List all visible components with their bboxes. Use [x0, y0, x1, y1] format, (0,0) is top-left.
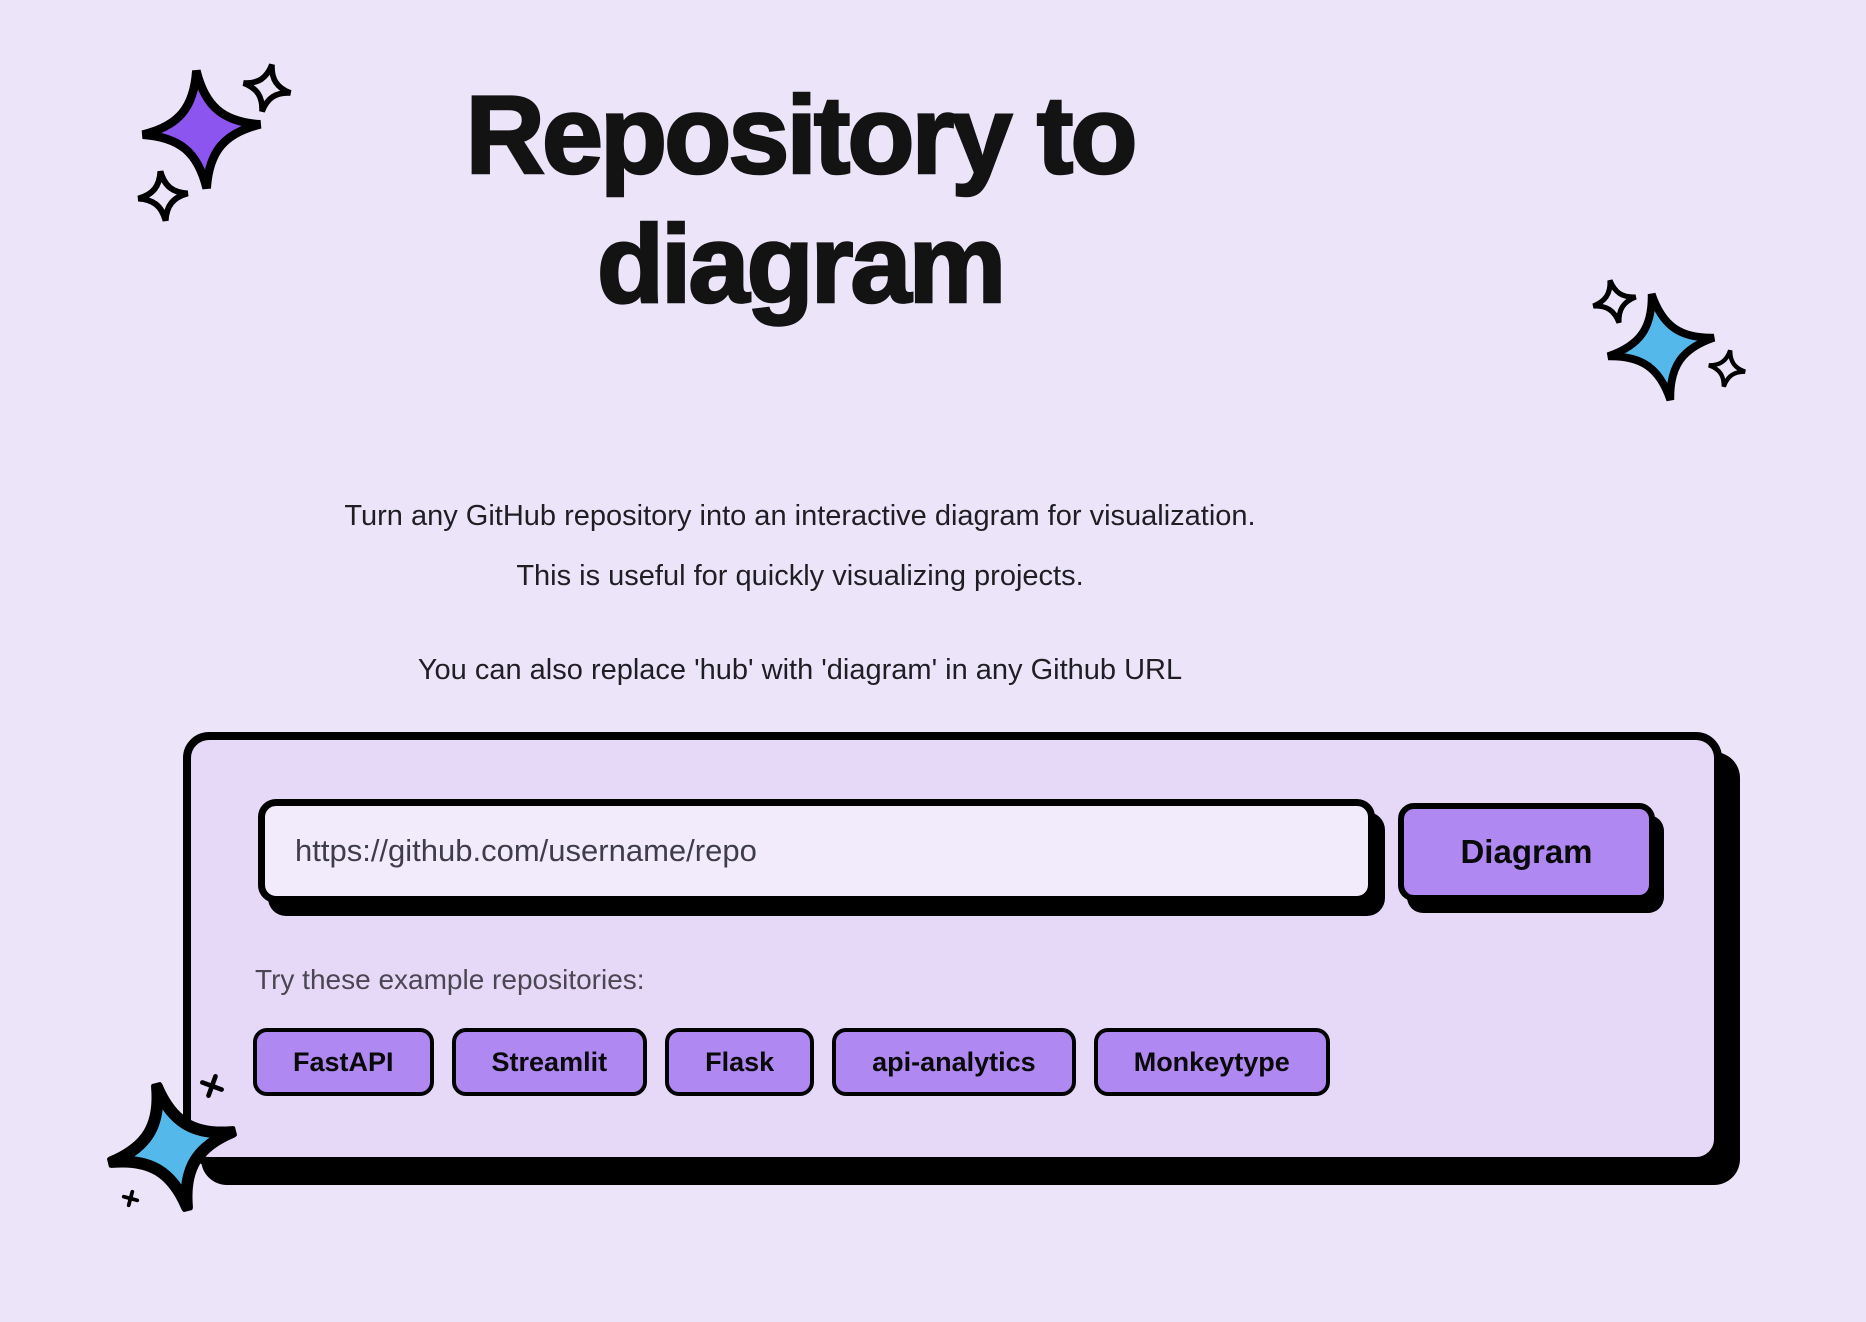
- tagline-line1: Turn any GitHub repository into an inter…: [344, 500, 1256, 532]
- example-repo-button-streamlit[interactable]: Streamlit: [451, 1028, 648, 1096]
- repo-form-card: Diagram Try these example repositories: …: [183, 732, 1722, 1165]
- sparkle-outline-small-icon: [242, 63, 292, 113]
- sparkle-outline-small-icon: [1708, 349, 1746, 388]
- example-repo-button-monkeytype[interactable]: Monkeytype: [1093, 1028, 1330, 1096]
- tagline-line3: You can also replace 'hub' with 'diagram…: [417, 654, 1183, 686]
- example-repo-button-flask[interactable]: Flask: [665, 1028, 815, 1096]
- sparkle-outline-small-icon: [137, 170, 189, 222]
- tagline-line2: This is useful for quickly visualizing p…: [516, 560, 1084, 592]
- example-repo-button-fastapi[interactable]: FastAPI: [253, 1028, 434, 1096]
- star-blue-rounded-icon: [105, 1080, 239, 1214]
- tagline-secondary: You can also replace 'hub' with 'diagram…: [0, 640, 1600, 700]
- page-title-line1: Repository to: [464, 73, 1138, 198]
- sparkle-purple-large-icon: [141, 69, 262, 190]
- diagram-submit-button[interactable]: Diagram: [1398, 803, 1655, 901]
- plus-mark-icon: [121, 1189, 140, 1208]
- page-title-line2: diagram: [596, 201, 1008, 326]
- repo-url-input[interactable]: [258, 799, 1375, 903]
- plus-mark-icon: [200, 1074, 224, 1098]
- sparkle-blue-large-icon: [1606, 292, 1716, 402]
- page-title: Repository to diagram: [0, 72, 1600, 329]
- example-repo-button-api-analytics[interactable]: api-analytics: [832, 1028, 1076, 1096]
- sparkle-outline-small-icon: [1592, 279, 1637, 324]
- tagline-primary: Turn any GitHub repository into an inter…: [0, 486, 1600, 606]
- examples-row: FastAPI Streamlit Flask api-analytics Mo…: [253, 1028, 1330, 1096]
- examples-label: Try these example repositories:: [255, 964, 645, 995]
